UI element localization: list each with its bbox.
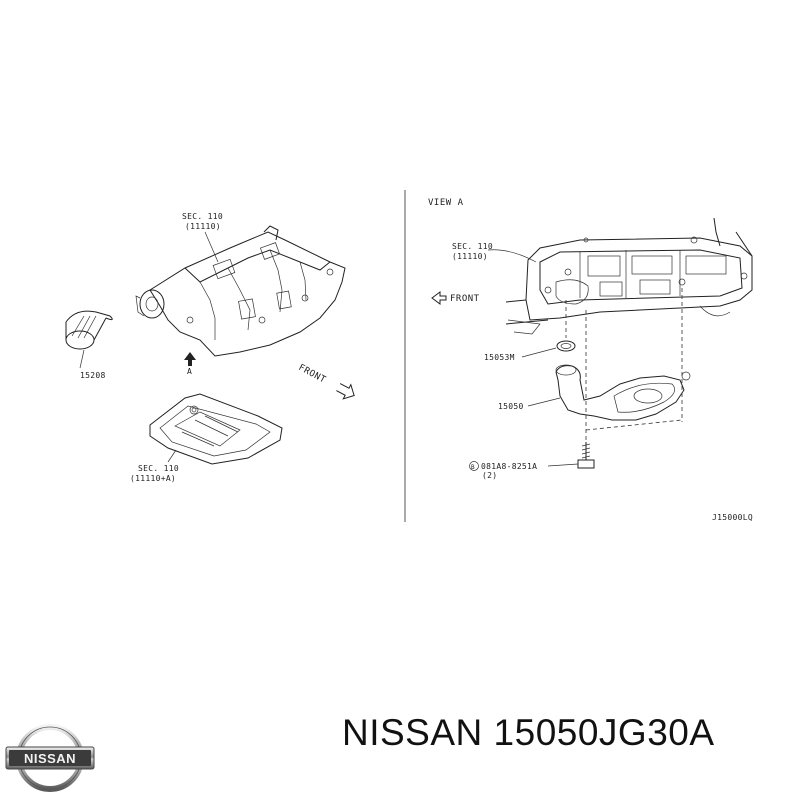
bolt-marker: B (471, 464, 475, 471)
lower-oil-pan-drawing (149, 393, 283, 465)
front-label-right: FRONT (450, 294, 480, 304)
right-view: VIEW A SEC. 110 (428, 198, 753, 522)
strainer-label: 15050 (498, 402, 524, 411)
view-a-oil-pan-drawing (505, 217, 753, 335)
gasket-ring-drawing (556, 340, 576, 352)
nissan-logo: NISSAN (5, 724, 95, 792)
view-a-arrow (184, 352, 196, 366)
bolt-qty: (2) (482, 471, 497, 480)
view-a-label: VIEW A (428, 198, 464, 208)
gasket-label: 15053M (484, 353, 515, 362)
logo-text: NISSAN (24, 751, 76, 766)
view-a-sec-label: SEC. 110 (452, 242, 493, 251)
bolt-label: 081A8-8251A (481, 462, 537, 471)
view-a-arrow-label: A (187, 367, 192, 376)
bolt-drawing (577, 442, 595, 469)
pan-sec-label: SEC. 110 (138, 464, 179, 473)
engine-sec-sub: (11110) (185, 222, 221, 231)
filter-label: 15208 (80, 371, 106, 380)
front-arrow-left: FRONT (297, 363, 355, 400)
guide-line (585, 419, 683, 431)
oil-filter-drawing (65, 310, 113, 350)
part-title: NISSAN 15050JG30A (342, 712, 715, 753)
front-arrow-right (431, 291, 447, 305)
left-view: 15208 SEC. 110 (11110) (65, 212, 355, 483)
bolt-marker-circle (469, 461, 479, 471)
upper-oil-pan-drawing (135, 225, 346, 357)
oil-strainer-drawing (555, 364, 691, 421)
drawing-code: J15000LQ (712, 513, 753, 522)
engine-sec-label: SEC. 110 (182, 212, 223, 221)
pan-sec-sub: (11110+A) (130, 474, 176, 483)
front-label-left: FRONT (297, 363, 328, 386)
view-a-sec-sub: (11110) (452, 252, 488, 261)
